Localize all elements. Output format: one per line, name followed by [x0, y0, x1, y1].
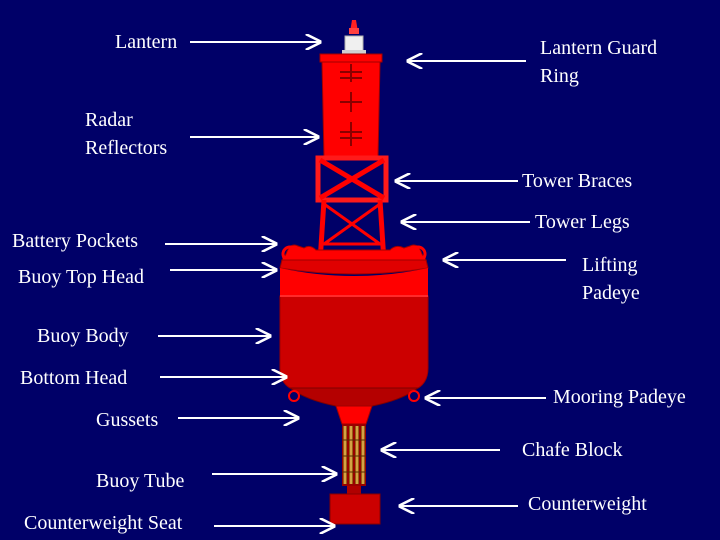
- label-tower-braces: Tower Braces: [522, 170, 633, 192]
- pointer-arrows: [158, 42, 566, 526]
- radar-reflectors-shape: [340, 64, 362, 146]
- label-lifting-padeye: Lifting Padeye: [582, 254, 640, 304]
- buoy-top-head-shape: [279, 244, 429, 296]
- label-chafe-block: Chafe Block: [522, 439, 623, 461]
- mooring-padeye-right: [408, 390, 420, 402]
- bottom-head-shape: [288, 387, 420, 407]
- label-radar-reflectors: Radar Reflectors: [85, 109, 168, 159]
- label-lantern-guard-ring: Lantern Guard Ring: [540, 37, 658, 87]
- counterweight-shape: [329, 493, 381, 525]
- tower-braces-shape: [315, 155, 389, 203]
- label-mooring-padeye: Mooring Padeye: [553, 386, 686, 408]
- label-counterweight: Counterweight: [528, 493, 647, 515]
- label-battery-pockets: Battery Pockets: [12, 230, 139, 252]
- label-bottom-head: Bottom Head: [20, 367, 128, 389]
- label-lantern: Lantern: [115, 31, 178, 53]
- label-gussets: Gussets: [96, 409, 159, 431]
- label-counterweight-seat: Counterweight Seat: [24, 512, 183, 534]
- gussets-shape: [335, 405, 373, 425]
- mooring-padeye-left: [288, 390, 300, 402]
- label-buoy-body: Buoy Body: [37, 325, 129, 347]
- radar-reflector-housing: [319, 53, 383, 159]
- label-tower-legs: Tower Legs: [535, 211, 630, 233]
- lantern-shape: [342, 20, 366, 54]
- chafe-block-shape: [342, 424, 366, 486]
- buoy-body-shape: [279, 295, 429, 389]
- label-buoy-tube: Buoy Tube: [96, 470, 185, 492]
- label-buoy-top-head: Buoy Top Head: [18, 266, 144, 288]
- buoy-tube-shape: [347, 486, 361, 494]
